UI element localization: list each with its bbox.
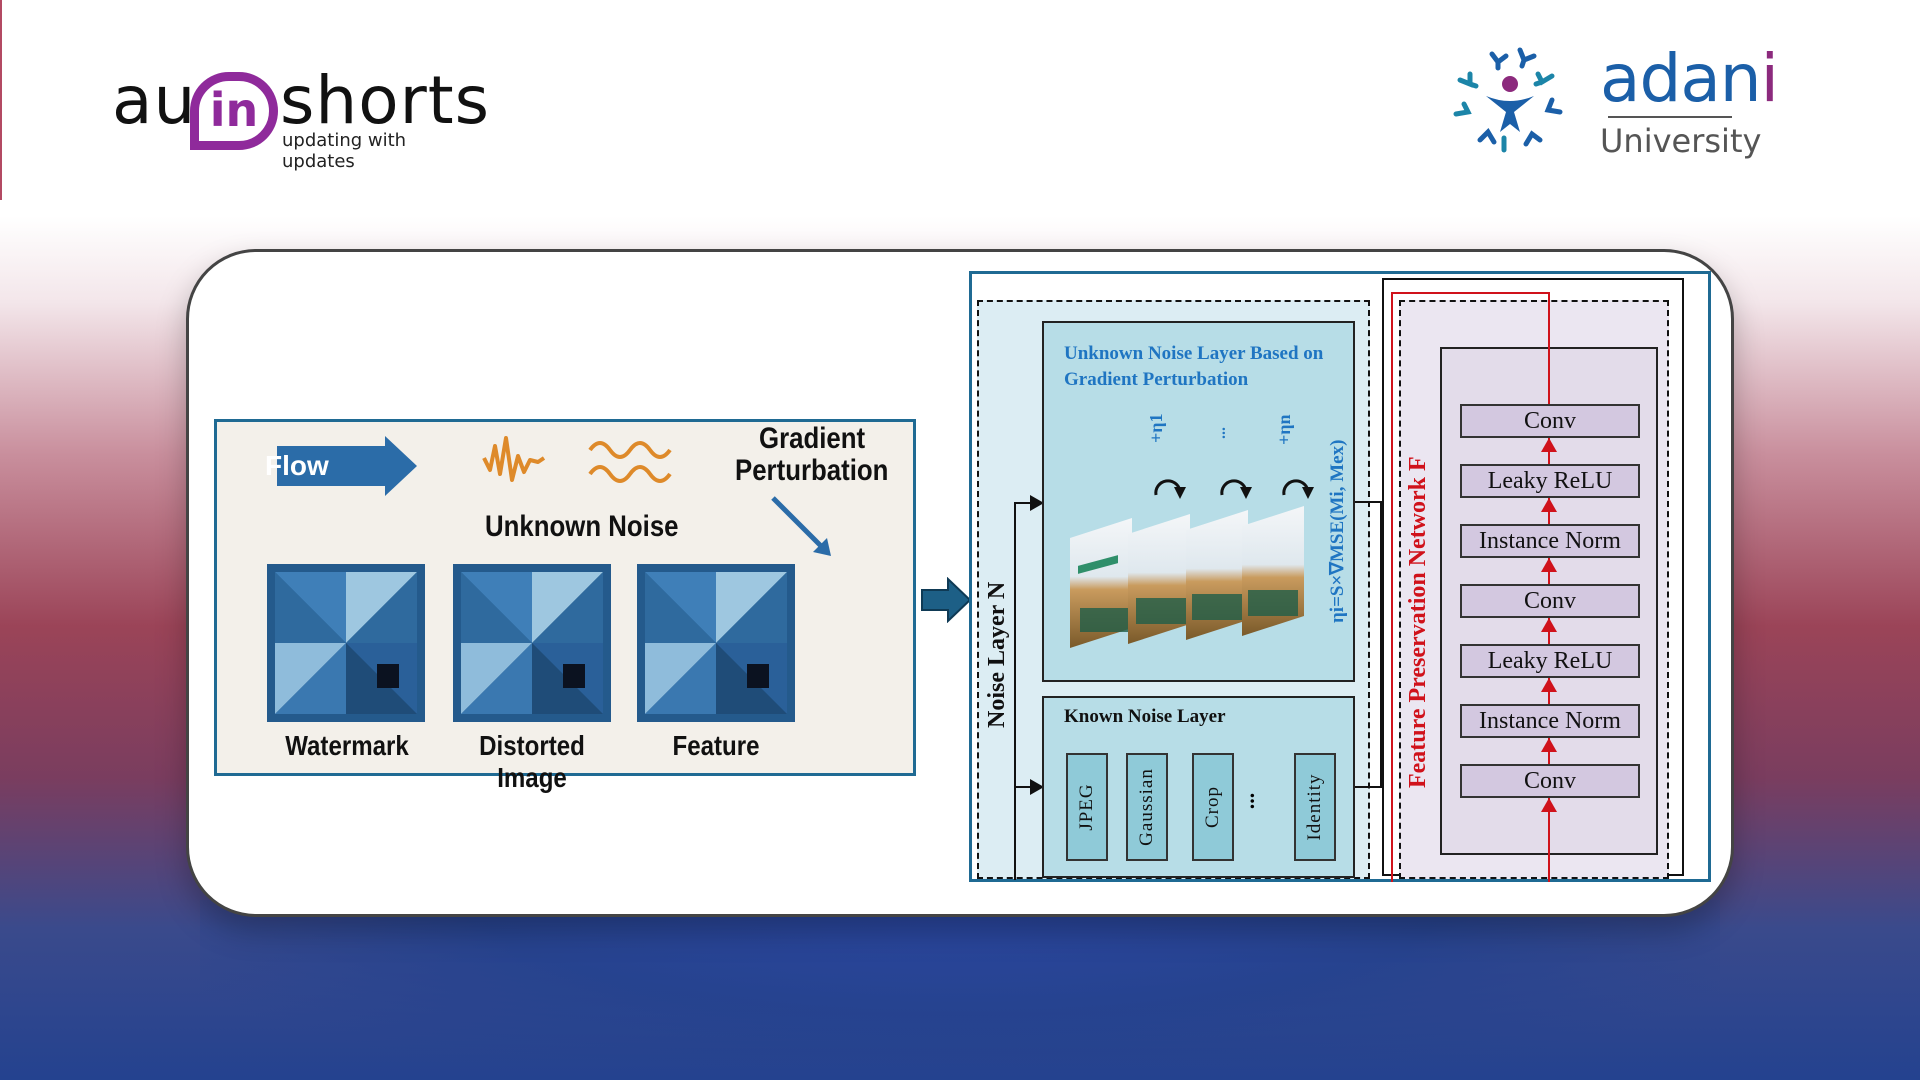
background-edge <box>0 0 2 200</box>
red-arrow-up-icon <box>1541 678 1557 692</box>
fpn-layer-conv: Conv <box>1460 764 1640 798</box>
logo-divider <box>1608 116 1732 118</box>
known-noise-layer-title: Known Noise Layer <box>1064 706 1226 727</box>
known-noise-layer: Known Noise Layer JPEG Gaussian Crop ...… <box>1042 696 1355 878</box>
logo-tagline: updating with updates <box>282 130 407 172</box>
perturbed-image <box>1128 514 1190 644</box>
noise-wave-icon <box>482 436 672 483</box>
perturbation-formula: ηi=S×∇MSE(Mi, Mex) <box>1327 439 1348 623</box>
red-arrow-up-icon <box>1541 798 1557 812</box>
red-arrow-up-icon <box>1541 498 1557 512</box>
connector-arrow-icon <box>921 577 972 623</box>
fpn-layer-instance-norm: Instance Norm <box>1460 524 1640 558</box>
red-arrow-up-icon <box>1541 738 1557 752</box>
fpn-label: Feature Preservation Network F <box>1405 456 1431 788</box>
op-identity: Identity <box>1294 753 1336 861</box>
tile-label-feature: Feature <box>672 730 760 761</box>
flow-label: Flow <box>265 450 329 481</box>
unknown-noise-layer: Unknown Noise Layer Based on Gradient Pe… <box>1042 321 1355 682</box>
brand-name: adani <box>1600 40 1779 117</box>
perturbed-image <box>1242 506 1304 636</box>
perturb-label-n: +ηn <box>1274 414 1294 446</box>
op-ellipsis: ... <box>1245 792 1271 810</box>
logo-suffix: shorts <box>280 62 490 139</box>
op-crop-label: Crop <box>1202 786 1223 828</box>
gradient-label-line1: Gradient <box>759 422 866 455</box>
fpn-layer-instance-norm: Instance Norm <box>1460 704 1640 738</box>
people-network-icon <box>1453 47 1563 153</box>
adani-university-logo: adani University <box>1450 40 1780 170</box>
gradient-label-line2: Perturbation <box>735 454 889 487</box>
fpn-layer-conv: Conv <box>1460 404 1640 438</box>
perturb-label-1: +η1 <box>1146 413 1166 443</box>
distorted-image-tile <box>453 564 611 722</box>
perturbed-image <box>1070 518 1132 648</box>
perturbed-image <box>1186 510 1248 640</box>
arrow-head-icon <box>1030 779 1044 795</box>
brand-subtitle: University <box>1600 122 1762 160</box>
brand-name-i: i <box>1760 40 1779 117</box>
illustration-panel: Flow Unknown Noise Gradient Perturbation <box>214 419 916 793</box>
fpn-layer-leaky-relu: Leaky ReLU <box>1460 644 1640 678</box>
feature-tile <box>637 564 795 722</box>
fpn-layer-conv: Conv <box>1460 584 1640 618</box>
connector-line <box>1014 502 1038 504</box>
brand-name-main: adan <box>1600 40 1762 117</box>
connector-line <box>1014 786 1038 788</box>
op-jpeg-label: JPEG <box>1076 783 1097 831</box>
unknown-noise-layer-title: Unknown Noise Layer Based on Gradient Pe… <box>1064 343 1324 390</box>
background-glow <box>200 900 1720 1080</box>
tile-label-distorted-image: Distorted Image <box>479 730 585 793</box>
connector-line <box>1355 786 1382 788</box>
logo-prefix: au <box>112 62 197 139</box>
op-gaussian-label: Gaussian <box>1136 768 1157 846</box>
red-arrow-up-icon <box>1541 558 1557 572</box>
red-arrow-up-icon <box>1541 438 1557 452</box>
op-crop: Crop <box>1192 753 1234 861</box>
red-connector-line <box>1391 292 1549 294</box>
perturb-label-ellipsis: ... <box>1212 427 1229 439</box>
flow-arrow-icon <box>277 436 417 496</box>
logo-badge: in <box>190 72 278 150</box>
noise-layer-label: Noise Layer N <box>984 581 1010 728</box>
image-stack <box>1070 506 1304 648</box>
op-jpeg: JPEG <box>1066 753 1108 861</box>
fpn-layer-leaky-relu: Leaky ReLU <box>1460 464 1640 498</box>
aushorts-logo: au in shorts updating with updates <box>112 62 489 172</box>
watermark-tile <box>267 564 425 722</box>
connector-line <box>1014 502 1016 880</box>
unknown-noise-label: Unknown Noise <box>485 510 679 543</box>
connector-line <box>1355 501 1382 503</box>
red-arrow-up-icon <box>1541 618 1557 632</box>
tile-label-watermark: Watermark <box>285 730 409 761</box>
gradient-arrow-icon <box>771 496 831 556</box>
rotation-arrows-icon <box>1154 479 1314 499</box>
op-gaussian: Gaussian <box>1126 753 1168 861</box>
red-connector-line <box>1391 292 1393 882</box>
connector-line <box>1380 501 1382 788</box>
op-identity-label: Identity <box>1304 773 1325 841</box>
arrow-head-icon <box>1030 495 1044 511</box>
